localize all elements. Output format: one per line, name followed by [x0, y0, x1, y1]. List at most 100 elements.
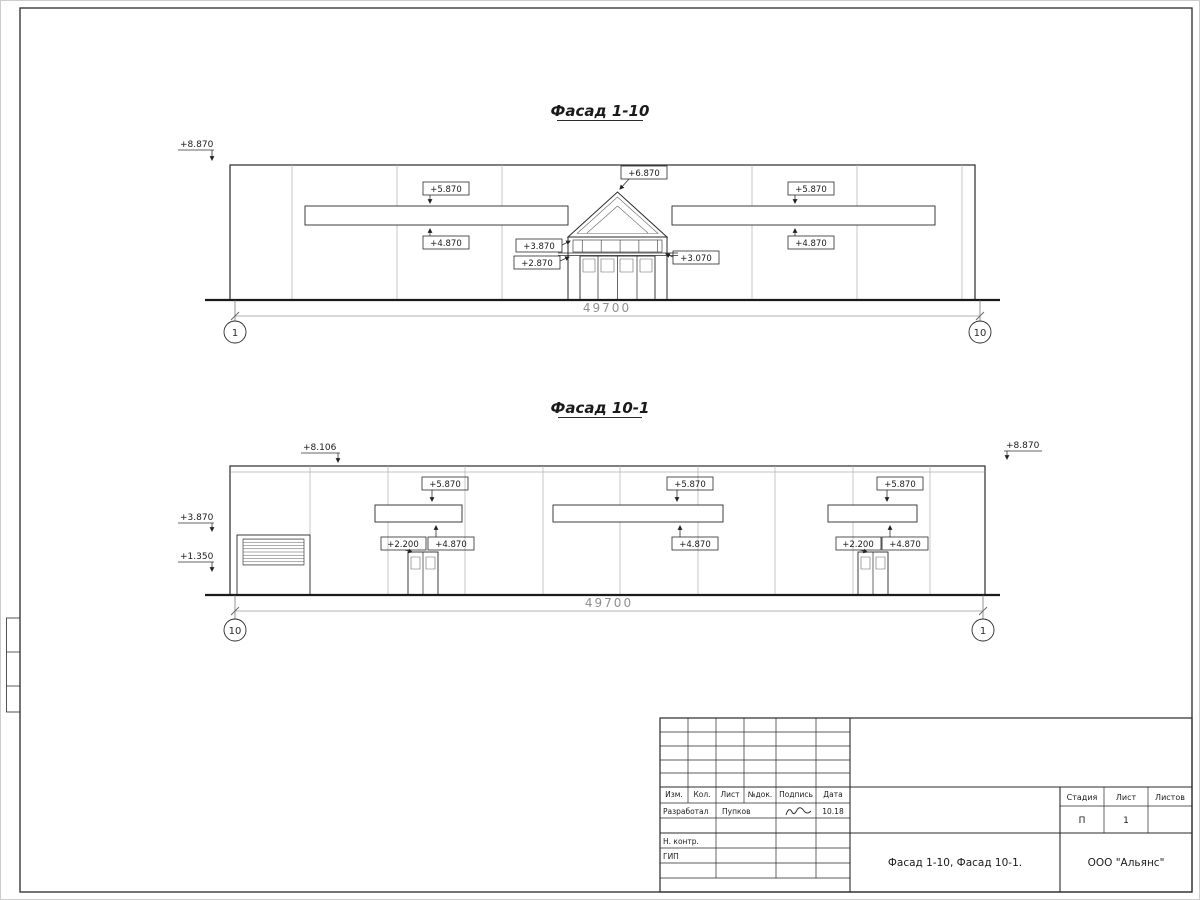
svg-text:+2.200: +2.200 [387, 540, 418, 550]
col-date: Дата [823, 790, 842, 799]
sheet-label: Лист [1116, 793, 1137, 802]
signature-mark [785, 807, 812, 816]
facade-10-1-title: Фасад 10-1 [551, 399, 650, 417]
elevation-mark-3870-left: +3.870 [178, 513, 215, 532]
stage-value: П [1079, 816, 1086, 826]
svg-text:+1.350: +1.350 [180, 552, 214, 562]
stamp-verticals-cols [715, 718, 817, 878]
door-glazing [582, 258, 653, 273]
elevation-mark-8106: +8.106 [301, 443, 341, 463]
svg-text:+5.870: +5.870 [430, 185, 461, 195]
drawing-frame [19, 7, 1193, 893]
axis-bubble-left-top [223, 320, 247, 344]
dimension-ticks-top [230, 311, 985, 321]
window-ribbon-left [304, 205, 569, 226]
dimension-value-top: 49700 [583, 301, 631, 315]
svg-text:+3.870: +3.870 [180, 513, 214, 523]
svg-text:+8.870: +8.870 [1006, 441, 1040, 451]
stamp-top-rows [660, 731, 850, 774]
level-box-4870-left: +4.870 [422, 228, 470, 250]
panel-joints-top [291, 165, 963, 300]
window-ribbon-b [552, 504, 724, 523]
entrance-top [558, 191, 678, 301]
dimension-ticks-bottom [230, 606, 988, 616]
col-kol: Кол. [693, 790, 710, 799]
dimension-value-bottom: 49700 [585, 596, 633, 610]
dev-role: Разработал [663, 807, 709, 816]
elevation-mark-8870-right: +8.870 [1004, 441, 1042, 460]
facade-1-10: Фасад 1-10 [178, 102, 1000, 344]
level-box-6870-gable: +6.870 [619, 165, 668, 190]
facade-10-1: Фасад 10-1 [178, 399, 1042, 642]
door-mullions [597, 256, 638, 300]
axis-bubble-left-bottom [223, 618, 247, 642]
title-block-outline [659, 717, 1193, 893]
door-a [407, 551, 439, 596]
company-name: ООО "Альянс" [1088, 857, 1165, 869]
stage-label: Стадия [1067, 793, 1098, 802]
level-box-5870-right: +5.870 [787, 181, 835, 204]
level-box-5870-b: +5.870 [666, 476, 714, 502]
svg-text:+2.200: +2.200 [842, 540, 873, 550]
axis-bubble-right-top [968, 320, 992, 344]
col-izm: Изм. [665, 790, 683, 799]
gable-bracing [576, 196, 659, 234]
window-ribbon-a [374, 504, 463, 523]
canopy-lines [558, 252, 678, 256]
svg-text:+4.870: +4.870 [430, 239, 461, 249]
panel-joints-bottom [309, 466, 931, 595]
door-b [857, 551, 889, 596]
transom-band [572, 239, 663, 253]
axis-bubble-right-bottom [971, 618, 995, 642]
facade-1-10-title: Фасад 1-10 [551, 102, 650, 120]
hatched-block [236, 534, 311, 596]
axis-extension-lines-bottom [234, 595, 984, 619]
title-block: Изм. Кол. Лист №док. Подпись Дата Разраб… [659, 717, 1193, 893]
level-box-2200-b: +2.200 [835, 536, 882, 554]
gip-role: ГИП [663, 852, 679, 861]
axis-label-left-bottom: 10 [229, 626, 242, 637]
svg-text:+5.870: +5.870 [795, 185, 826, 195]
elevation-text: +8.870 [180, 140, 214, 150]
elevation-mark-1350-left: +1.350 [178, 552, 215, 572]
level-box-4870-right: +4.870 [787, 228, 835, 250]
window-ribbon-c [827, 504, 918, 523]
level-box-2870-entrance: +2.870 [513, 255, 570, 270]
svg-text:+4.870: +4.870 [435, 540, 466, 550]
svg-text:+5.870: +5.870 [884, 480, 915, 490]
level-box-5870-a: +5.870 [421, 476, 469, 502]
svg-text:+5.870: +5.870 [674, 480, 705, 490]
document-title: Фасад 1-10, Фасад 10-1. [888, 857, 1022, 869]
stamp-verticals-stage [1103, 787, 1149, 833]
building-outline-bottom [229, 465, 986, 596]
axis-extension-lines-top [234, 300, 981, 321]
sheet-value: 1 [1123, 816, 1129, 826]
level-box-4870-b: +4.870 [671, 525, 719, 551]
svg-text:+6.870: +6.870 [628, 169, 659, 179]
ncontr-role: Н. контр. [663, 837, 699, 846]
elevation-mark-roof-top: +8.870 [178, 140, 215, 161]
col-sign: Подпись [779, 790, 813, 799]
axis-label-left-top: 1 [232, 328, 238, 339]
svg-text:+3.070: +3.070 [680, 254, 711, 264]
dev-date: 10.18 [822, 807, 844, 816]
level-box-4870-a: +4.870 [427, 525, 475, 551]
svg-text:+8.106: +8.106 [303, 443, 337, 453]
axis-label-right-top: 10 [974, 328, 987, 339]
svg-text:+5.870: +5.870 [429, 480, 460, 490]
dev-name: Пупков [722, 807, 751, 816]
svg-text:+4.870: +4.870 [679, 540, 710, 550]
level-box-2200-a: +2.200 [380, 536, 427, 554]
svg-text:+4.870: +4.870 [889, 540, 920, 550]
side-stamp-cells [6, 617, 21, 713]
level-box-3870-entrance: +3.870 [515, 238, 571, 253]
level-box-5870-left: +5.870 [422, 181, 470, 204]
svg-text:+2.870: +2.870 [521, 259, 552, 269]
louver-grille [242, 538, 305, 566]
col-list: Лист [720, 790, 740, 799]
svg-text:+3.870: +3.870 [523, 242, 554, 252]
level-box-5870-c: +5.870 [876, 476, 924, 502]
level-box-4870-c: +4.870 [881, 525, 929, 551]
